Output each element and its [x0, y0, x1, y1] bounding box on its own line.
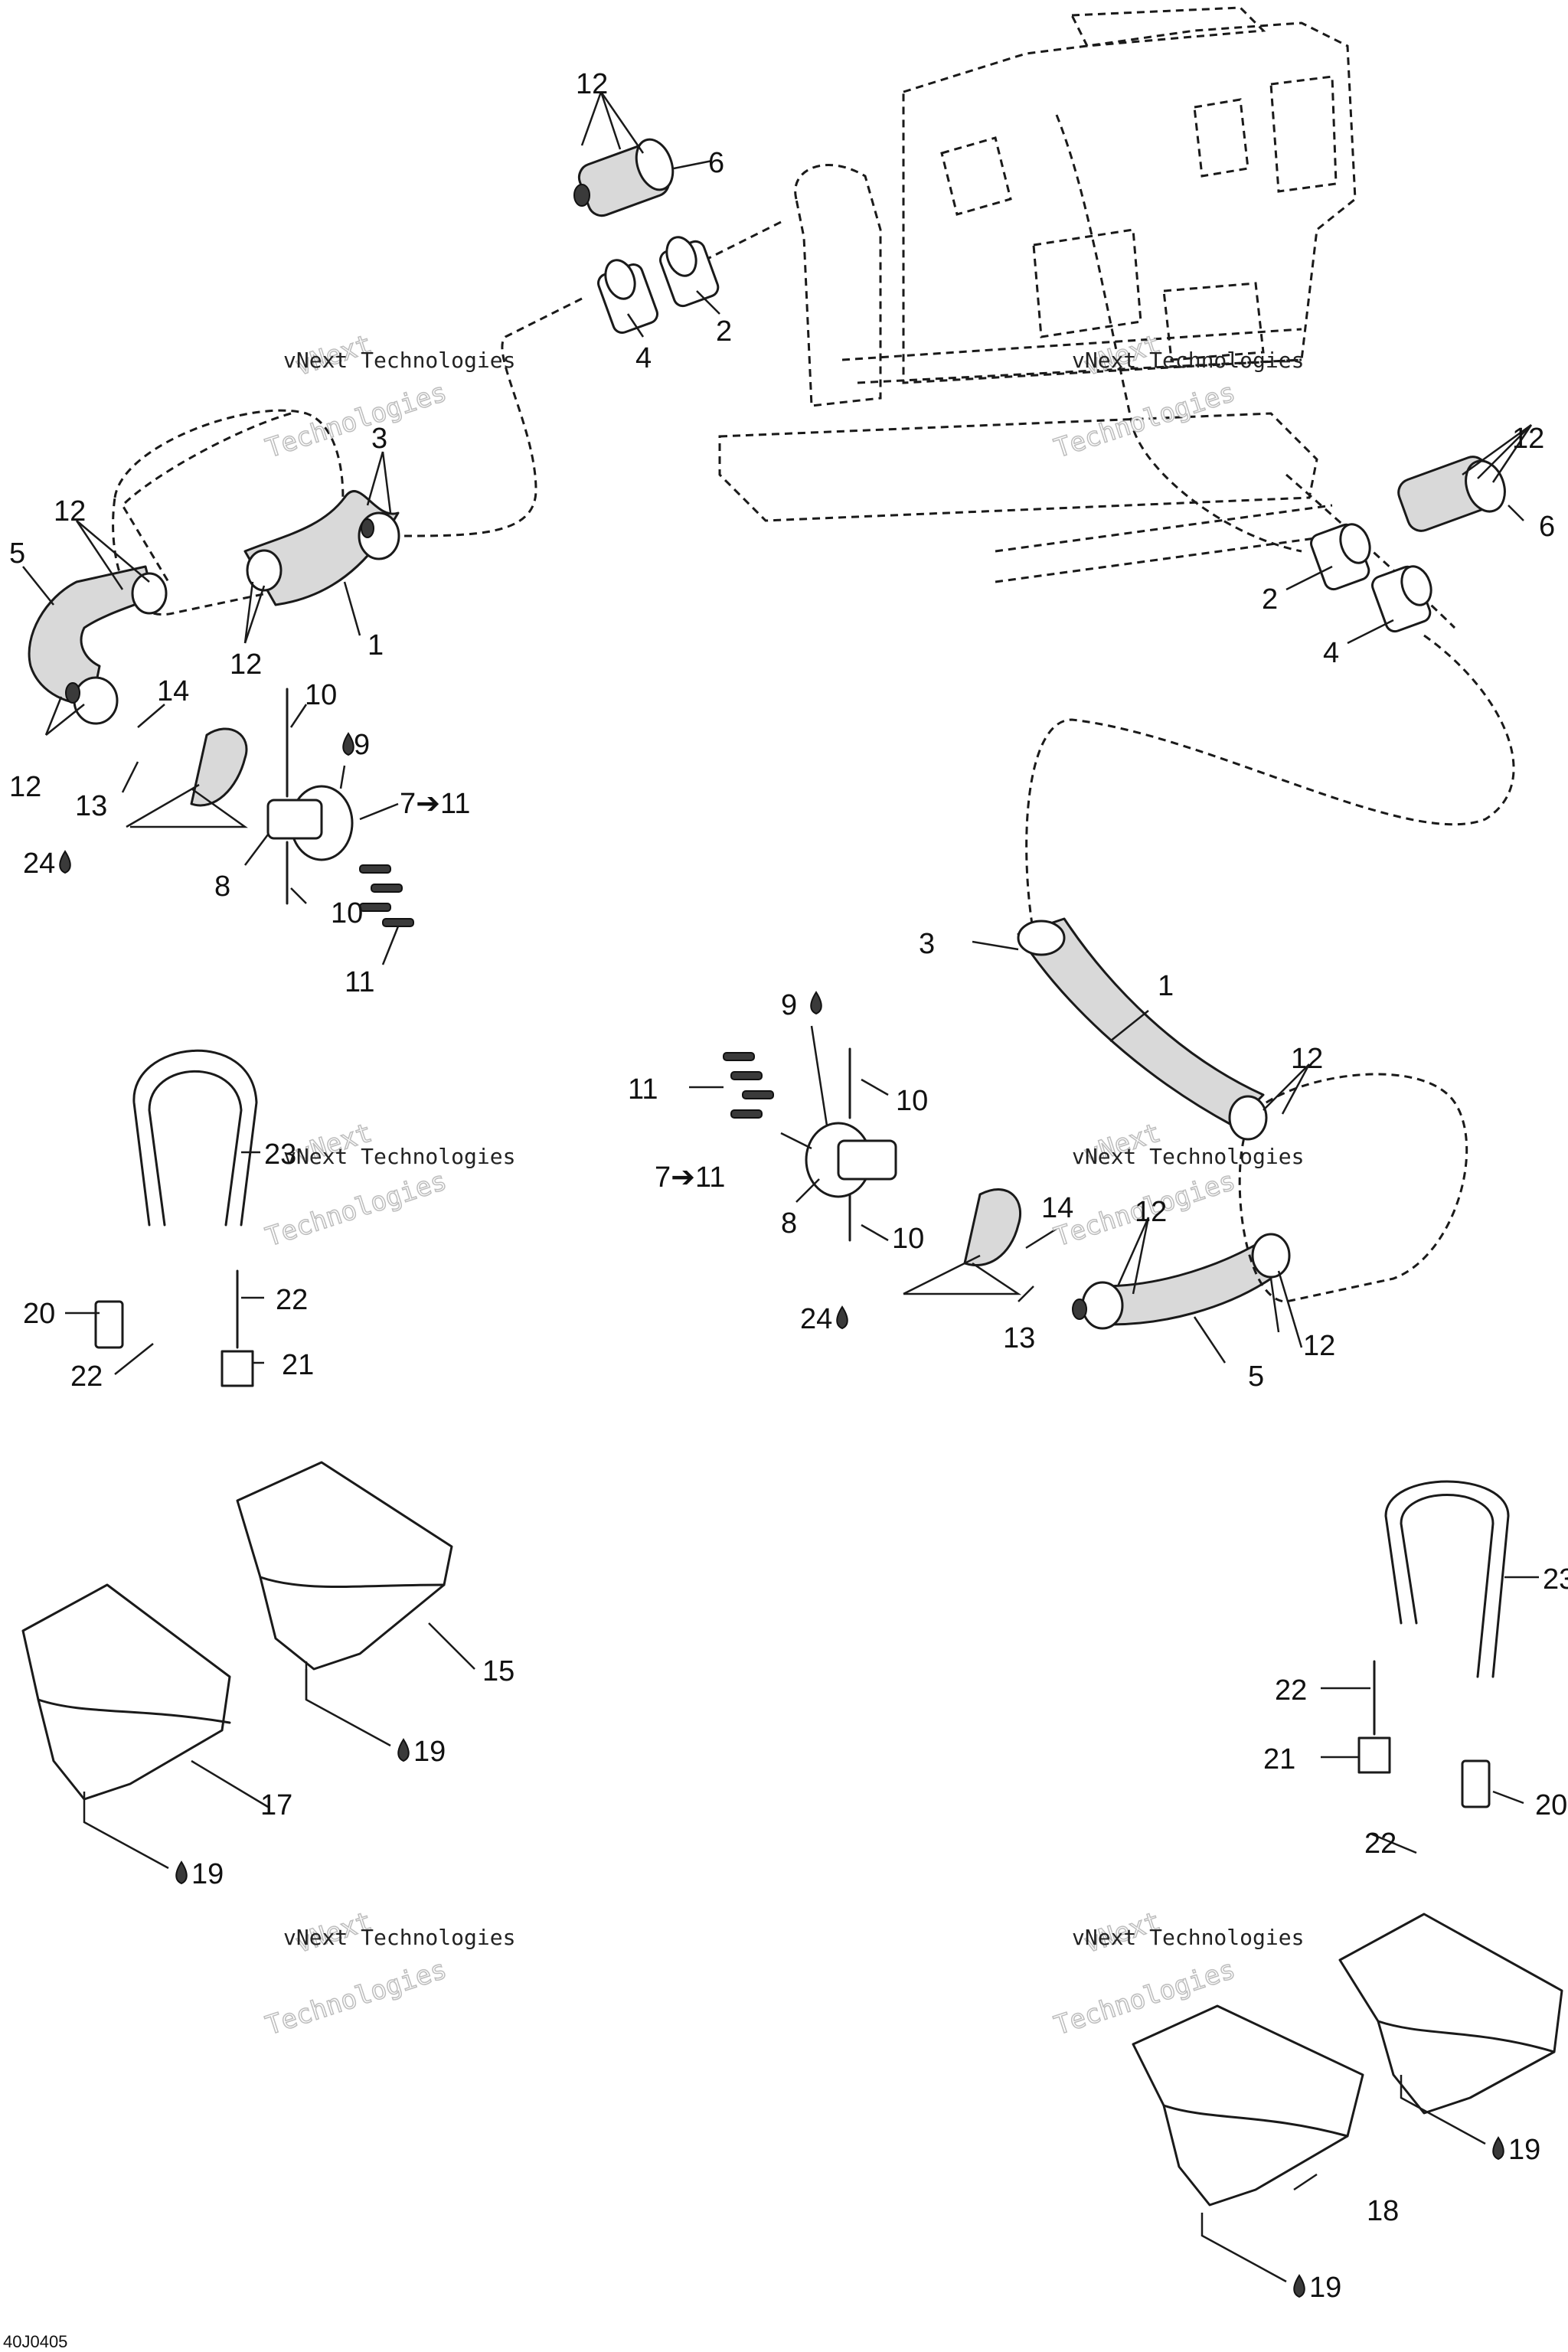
callout-22: 22 — [70, 1361, 103, 1393]
bracket-left — [94, 1269, 254, 1387]
callout-5: 5 — [1248, 1361, 1264, 1393]
clamp-group-left — [65, 511, 400, 725]
watermark-line2: Technologies — [1050, 377, 1239, 464]
muffler-right-dashed — [1238, 1073, 1468, 1303]
watermark-small: vNext Technologies — [283, 1925, 515, 1950]
callout-10: 10 — [896, 1085, 928, 1117]
clamp-set-top-right — [1397, 456, 1506, 532]
watermark-small: vNext Technologies — [1072, 1925, 1304, 1950]
callout-11: 11 — [628, 1073, 658, 1106]
callout-5: 5 — [9, 537, 25, 570]
callout-10: 10 — [892, 1223, 924, 1255]
watermark-4: vNext Technologies — [1050, 1117, 1239, 1253]
callout-12: 12 — [1303, 1330, 1335, 1362]
callout-12: 12 — [1512, 423, 1544, 455]
leader-lines — [22, 91, 1539, 2283]
callout-19: 19 — [1508, 2134, 1540, 2166]
callout-4: 4 — [1323, 637, 1339, 669]
watermark-5: vNext Technologies — [261, 1906, 450, 2042]
callout-7-to-11: 7➔11 — [400, 788, 470, 820]
muffler-left-dashed — [112, 409, 345, 616]
foam-block-15 — [236, 1461, 453, 1671]
watermark-line2: Technologies — [262, 1165, 450, 1253]
callout-13: 13 — [75, 790, 107, 822]
callout-23: 23 — [264, 1138, 296, 1171]
callout-14: 14 — [1041, 1192, 1073, 1224]
watermark-line2: Technologies — [262, 377, 450, 464]
watermark-3: vNext Technologies — [261, 1117, 450, 1253]
callout-14: 14 — [157, 675, 189, 707]
callout-7-to-11: 7➔11 — [655, 1161, 725, 1194]
callout-6: 6 — [708, 147, 724, 179]
callout-17: 17 — [260, 1789, 292, 1821]
watermark-small: vNext Technologies — [1072, 348, 1304, 373]
callout-12: 12 — [1135, 1196, 1167, 1228]
callout-20: 20 — [1535, 1789, 1567, 1821]
figure-reference: 40J0405 — [3, 2332, 67, 2351]
callout-12: 12 — [9, 771, 41, 803]
watermark-small: vNext Technologies — [283, 348, 515, 373]
callout-19: 19 — [413, 1736, 446, 1768]
callout-19: 19 — [191, 1858, 224, 1890]
callout-23: 23 — [1543, 1563, 1568, 1596]
strap-left — [132, 1049, 258, 1227]
watermark-1: vNext Technologies — [261, 328, 450, 465]
watermark-small: vNext Technologies — [283, 1144, 515, 1169]
callout-3: 3 — [919, 928, 935, 960]
foam-block-18 — [1132, 2004, 1364, 2207]
callout-6: 6 — [1539, 511, 1555, 543]
callout-19: 19 — [1309, 2272, 1341, 2304]
callout-22: 22 — [276, 1284, 308, 1316]
callout-1: 1 — [368, 629, 384, 662]
callouts: 12 6 2 4 3 12 5 12 1 14 10 12 13 9 7➔11 … — [9, 68, 1568, 2304]
callout-22: 22 — [1275, 1674, 1307, 1707]
callout-1: 1 — [1158, 970, 1174, 1002]
callout-13: 13 — [1003, 1322, 1035, 1354]
callout-9: 9 — [781, 989, 797, 1021]
callout-9: 9 — [354, 729, 370, 761]
coupler-left — [597, 236, 720, 334]
callout-3: 3 — [371, 423, 387, 455]
callout-24: 24 — [23, 848, 55, 880]
callout-2: 2 — [1262, 583, 1278, 616]
callout-20: 20 — [23, 1298, 55, 1330]
callout-2: 2 — [716, 315, 732, 348]
callout-12: 12 — [576, 68, 608, 100]
callout-8: 8 — [781, 1207, 797, 1240]
clamp-set-top-left — [573, 138, 675, 217]
watermark-small: vNext Technologies — [1072, 1144, 1304, 1169]
water-fitting-left — [190, 688, 414, 927]
foam-block-19-right — [1338, 1913, 1563, 2115]
callout-15: 15 — [482, 1655, 514, 1687]
callout-12: 12 — [54, 495, 86, 528]
callout-12: 12 — [1291, 1043, 1323, 1075]
callout-21: 21 — [282, 1349, 314, 1381]
clamp-group-right — [1017, 920, 1291, 1330]
exhaust-hose-right — [1017, 917, 1272, 1326]
foam-block-17 — [21, 1583, 231, 1801]
exhaust-hose-left — [28, 490, 400, 706]
bracket-right — [1357, 1660, 1491, 1808]
watermark-line2: Technologies — [262, 1954, 450, 2041]
strap-right — [1384, 1480, 1510, 1678]
callout-24: 24 — [800, 1303, 832, 1335]
callout-10: 10 — [305, 679, 337, 711]
callout-10: 10 — [331, 897, 363, 929]
water-fitting-right — [723, 1047, 1022, 1267]
callout-22: 22 — [1364, 1828, 1396, 1860]
callout-8: 8 — [214, 871, 230, 903]
coupler-right — [1310, 523, 1432, 633]
callout-12: 12 — [230, 648, 262, 681]
engine-outline — [121, 6, 1515, 935]
callout-21: 21 — [1263, 1743, 1295, 1775]
callout-4: 4 — [635, 342, 652, 374]
callout-11: 11 — [345, 966, 374, 998]
callout-18: 18 — [1367, 2195, 1399, 2227]
